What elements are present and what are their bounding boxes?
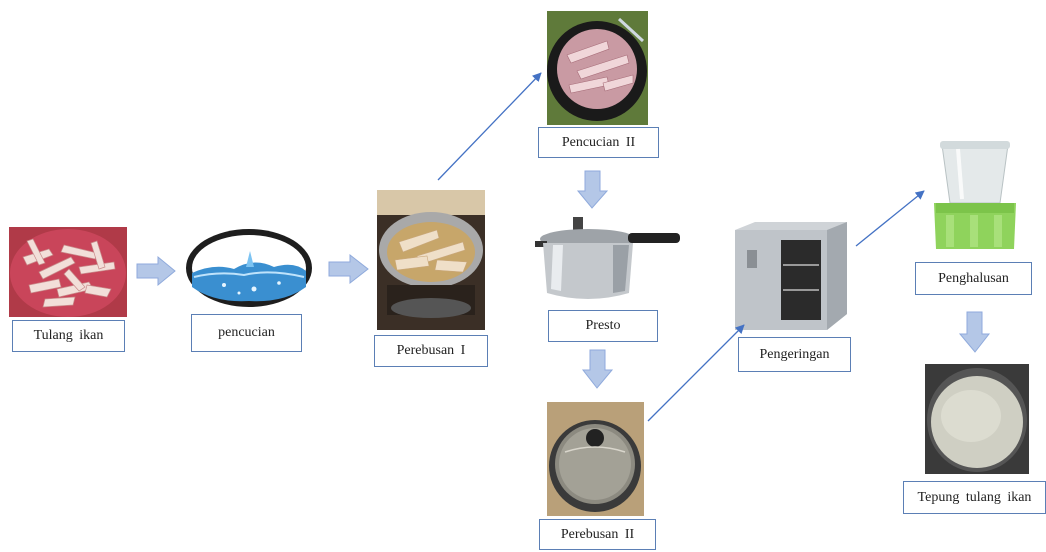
washing-water-photo [184,227,314,309]
step-label-tulang-ikan: Tulang ikan [12,320,125,352]
step-label-penghalusan: Penghalusan [915,262,1032,295]
line-arrow-to-penghalusan [855,190,925,247]
fish-bones-photo [9,227,127,317]
washing-bowl-photo [547,11,648,125]
covered-pot-photo [547,402,644,516]
oven-dryer-image [733,220,849,332]
blender-image [928,141,1021,254]
block-arrow-down-1 [576,170,609,209]
step-label-tepung: Tepung tulang ikan [903,481,1046,514]
boiling-pot-photo [377,190,485,330]
pressure-cooker-image [533,215,683,305]
step-label-pencucian-2: Pencucian II [538,127,659,158]
block-arrow-down-3 [958,311,991,353]
step-label-pencucian: pencucian [191,314,302,352]
line-arrow-to-pencucian2 [437,72,542,181]
step-label-pengeringan: Pengeringan [738,337,851,372]
fish-bone-flour-photo [925,364,1029,474]
block-arrow-down-2 [581,349,614,389]
step-label-perebusan-2: Perebusan II [539,519,656,550]
block-arrow-1 [136,255,176,287]
step-label-presto: Presto [548,310,658,342]
block-arrow-2 [328,253,369,285]
line-arrow-to-pengeringan [647,324,745,422]
step-label-perebusan-1: Perebusan I [374,335,488,367]
